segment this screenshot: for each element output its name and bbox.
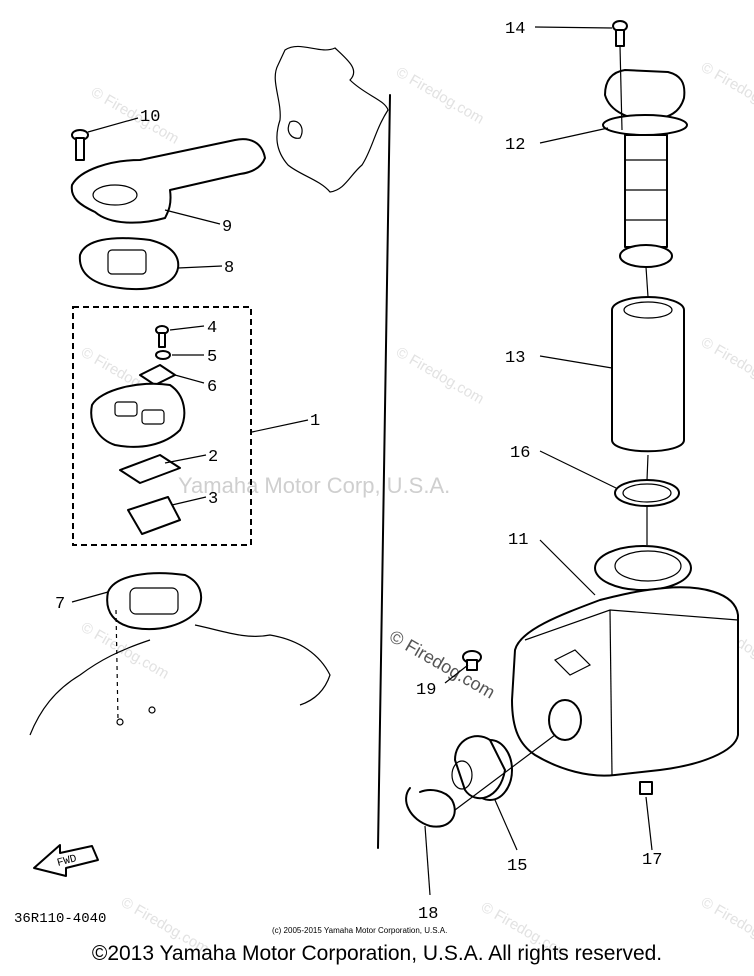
o-ring-16 xyxy=(614,479,680,507)
assembly-1-box xyxy=(72,306,252,546)
callout-16: 16 xyxy=(510,444,530,463)
firedog-watermark: © Firedog.com xyxy=(88,84,182,148)
part-code: 36R110-4040 xyxy=(14,911,106,927)
firedog-watermark-dark: © Firedog.com xyxy=(386,626,498,702)
firedog-watermark: © Firedog.com xyxy=(698,59,754,123)
reed-2 xyxy=(119,454,181,484)
small-copyright: (c) 2005-2015 Yamaha Motor Corporation, … xyxy=(272,926,447,935)
engine-outline-bottom xyxy=(29,624,331,736)
reed-valve-block xyxy=(90,382,186,448)
callout-15: 15 xyxy=(507,857,527,876)
callout-7: 7 xyxy=(55,595,65,614)
divider-line xyxy=(377,94,391,849)
fwd-label: FWD xyxy=(56,853,79,870)
gasket-8 xyxy=(78,237,180,291)
reed-3 xyxy=(127,496,181,535)
callout-17: 17 xyxy=(642,851,662,870)
callout-5: 5 xyxy=(207,348,217,367)
callout-19: 19 xyxy=(416,681,436,700)
callout-18: 18 xyxy=(418,905,438,924)
drain-plug-17 xyxy=(639,781,653,795)
callout-10: 10 xyxy=(140,108,160,127)
fwd-arrow: FWD xyxy=(33,844,99,877)
callout-4: 4 xyxy=(207,319,217,338)
elbow-port xyxy=(92,184,138,206)
clip-18 xyxy=(405,787,456,828)
callout-2: 2 xyxy=(208,448,218,467)
screw-19 xyxy=(462,650,482,671)
bolt-10 xyxy=(71,129,89,161)
yamaha-watermark: Yamaha Motor Corp, U.S.A. xyxy=(178,473,450,498)
callout-11: 11 xyxy=(508,531,528,550)
screw-4 xyxy=(155,325,169,348)
callout-12: 12 xyxy=(505,136,525,155)
callout-1: 1 xyxy=(310,412,320,431)
gasket-8-hole xyxy=(107,249,147,275)
callout-13: 13 xyxy=(505,349,525,368)
screw-14 xyxy=(612,20,628,47)
strainer-12 xyxy=(602,69,688,268)
cap-15 xyxy=(451,735,513,801)
assembly-lines xyxy=(454,45,649,811)
callout-8: 8 xyxy=(224,259,234,278)
firedog-watermark: © Firedog.com xyxy=(393,344,487,408)
firedog-watermark: © Firedog.com xyxy=(393,64,487,128)
filter-element-13 xyxy=(611,296,685,453)
callout-14: 14 xyxy=(505,20,525,39)
washer-5 xyxy=(155,350,171,360)
gasket-7 xyxy=(106,572,203,631)
callouts: 10 9 8 4 5 6 1 2 3 7 14 12 13 16 11 19 1… xyxy=(55,20,662,924)
engine-outline-top xyxy=(274,45,389,193)
elbow-joint-9 xyxy=(70,138,266,224)
footer-copyright: ©2013 Yamaha Motor Corporation, U.S.A. A… xyxy=(91,942,663,965)
callout-3: 3 xyxy=(208,490,218,509)
oil-tank-11 xyxy=(511,545,739,777)
firedog-watermark: © Firedog.com xyxy=(698,334,754,398)
callout-9: 9 xyxy=(222,218,232,237)
callout-6: 6 xyxy=(207,378,217,397)
leader-lines xyxy=(71,26,653,896)
